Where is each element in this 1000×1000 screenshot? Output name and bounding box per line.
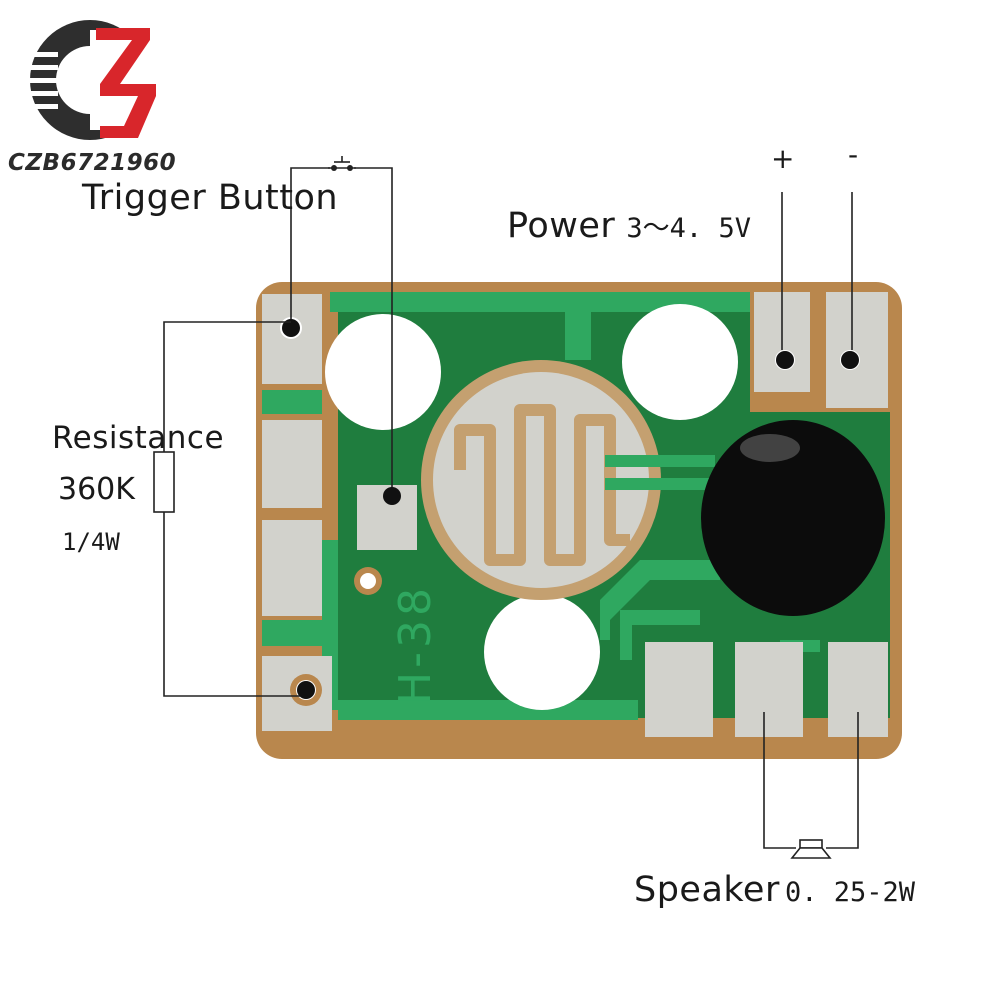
speaker-label-group: Speaker 0. 25-2W	[634, 870, 915, 910]
minus-sign: -	[848, 138, 859, 171]
trigger-dot-a	[282, 319, 300, 337]
power-label: Power	[507, 206, 616, 246]
ic-blob	[701, 420, 885, 616]
trigger-button-label: Trigger Button	[82, 178, 339, 218]
resistor-dot	[297, 681, 315, 699]
pcb-traces	[322, 292, 820, 720]
brand-name: CZB6721960	[8, 150, 177, 176]
trigger-switch-icon	[331, 156, 353, 171]
plus-sign: +	[771, 142, 795, 175]
power-wiring	[781, 192, 853, 350]
speaker-icon	[790, 839, 832, 859]
speaker-wiring	[763, 712, 859, 849]
resistor-icon	[153, 451, 175, 513]
power-dot-plus	[776, 351, 794, 369]
power-dot-minus	[841, 351, 859, 369]
resistor-wiring	[163, 321, 300, 697]
resistance-power: 1/4W	[62, 528, 120, 556]
speaker-label: Speaker	[634, 870, 780, 910]
trigger-dot-b	[383, 487, 401, 505]
silkscreen-text: H-38	[390, 584, 441, 705]
resistance-value: 360K	[58, 472, 135, 507]
touch-contact	[421, 360, 715, 600]
power-label-group: Power 3～4. 5V	[507, 206, 751, 246]
mounting-holes	[325, 304, 738, 710]
speaker-pads	[645, 642, 888, 737]
speaker-value: 0. 25-2W	[784, 877, 915, 908]
resistance-label: Resistance	[52, 420, 225, 456]
power-value: 3～4. 5V	[626, 213, 751, 244]
brand-logo	[28, 20, 160, 140]
